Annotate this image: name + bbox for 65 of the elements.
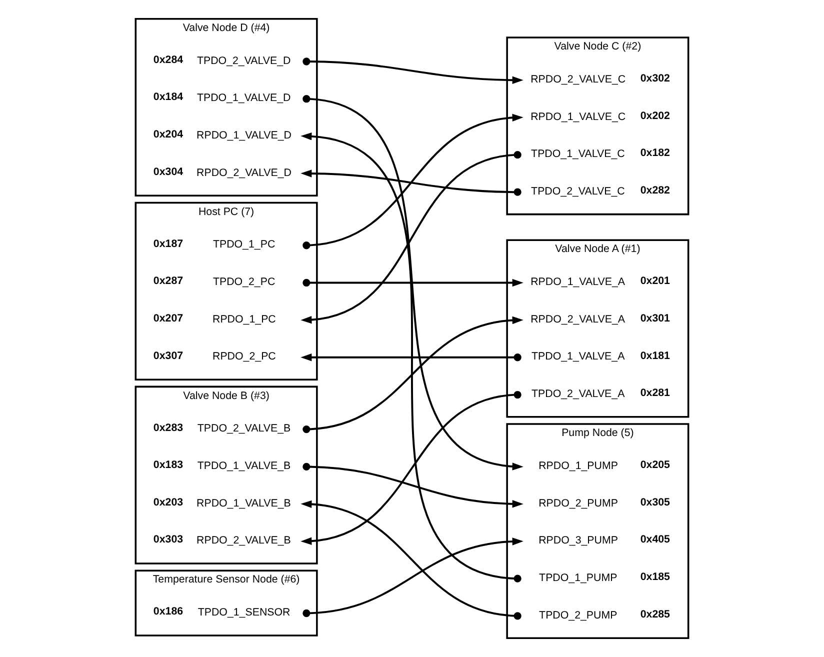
node-label: 0x183 (153, 459, 184, 472)
node-label: 0x282 (640, 184, 670, 197)
node-label: 0x281 (640, 387, 670, 400)
node-text: TPDO_1_SENSOR (198, 606, 290, 619)
node-text: TPDO_1_VALVE_C (531, 148, 625, 160)
node-text: TPDO_1_PC (212, 238, 276, 251)
node-text: TPDO_2_VALVE_B (197, 422, 291, 435)
node-label: 0x182 (640, 147, 670, 160)
node-text: RPDO_2_VALVE_D (196, 166, 292, 179)
node-text: RPDO_2_VALVE_B (196, 534, 291, 547)
node-label: 0x301 (640, 312, 670, 324)
arrow (300, 170, 522, 196)
node-label: 0x186 (153, 606, 184, 618)
arrow (300, 151, 522, 324)
node-text: RPDO_1_VALVE_D (196, 129, 292, 142)
node-label: 0x285 (640, 608, 670, 620)
arrow (302, 114, 524, 250)
node-text: TPDO_2_PC (212, 276, 276, 288)
arrow (300, 132, 522, 582)
node-label: 0x307 (153, 350, 184, 362)
node-text: RPDO_2_PUMP (538, 497, 618, 510)
arrow (302, 462, 524, 508)
node-text: RPDO_1_PC (212, 313, 276, 326)
node-label: 0x305 (640, 496, 670, 508)
node-label: 0x302 (640, 72, 670, 85)
arrow (300, 500, 522, 620)
node-label: 0x203 (153, 496, 184, 508)
arrow (302, 58, 524, 84)
node-label: 0x405 (640, 534, 670, 546)
node-text: TPDO_2_VALVE_C (531, 185, 625, 198)
node-text: RPDO_1_VALVE_B (196, 497, 291, 510)
node-label: 0x184 (153, 91, 184, 104)
node-label: 0x201 (640, 275, 670, 288)
node-text: RPDO_1_PUMP (538, 460, 618, 472)
node-text: TPDO_2_VALVE_A (532, 388, 625, 400)
arrow (302, 538, 524, 618)
node-label: 0x283 (153, 422, 184, 434)
node-label: 0x204 (153, 128, 184, 141)
node-text: RPDO_3_PUMP (538, 534, 618, 547)
arrow (302, 316, 524, 434)
arrow (302, 95, 524, 470)
arrow (302, 278, 524, 287)
node-label: 0x202 (640, 110, 670, 122)
node-label: 0x287 (153, 275, 184, 288)
node-label: 0x284 (153, 54, 184, 66)
arrow (300, 354, 522, 362)
node-text: TPDO_1_PUMP (539, 572, 618, 584)
arrow (300, 390, 522, 545)
node-text: RPDO_1_VALVE_A (530, 276, 626, 288)
node-text: TPDO_2_VALVE_D (196, 54, 291, 67)
node-text: TPDO_1_VALVE_D (196, 92, 291, 104)
node-text: TPDO_2_PUMP (539, 609, 618, 622)
node-label: 0x181 (640, 350, 670, 362)
node-text: RPDO_1_VALVE_C (530, 110, 626, 123)
node-text: RPDO_2_VALVE_A (530, 313, 626, 326)
node-label: 0x205 (640, 459, 670, 472)
node-text: TPDO_1_VALVE_A (532, 350, 625, 363)
node-label: 0x185 (640, 571, 670, 584)
node-label: 0x207 (153, 312, 184, 324)
node-label: 0x187 (153, 238, 184, 250)
node-text: RPDO_2_VALVE_C (530, 73, 626, 86)
node-text: RPDO_2_PC (212, 350, 276, 363)
node-text: TPDO_1_VALVE_B (197, 460, 291, 472)
node-label: 0x303 (153, 534, 184, 546)
node-label: 0x304 (153, 166, 184, 178)
